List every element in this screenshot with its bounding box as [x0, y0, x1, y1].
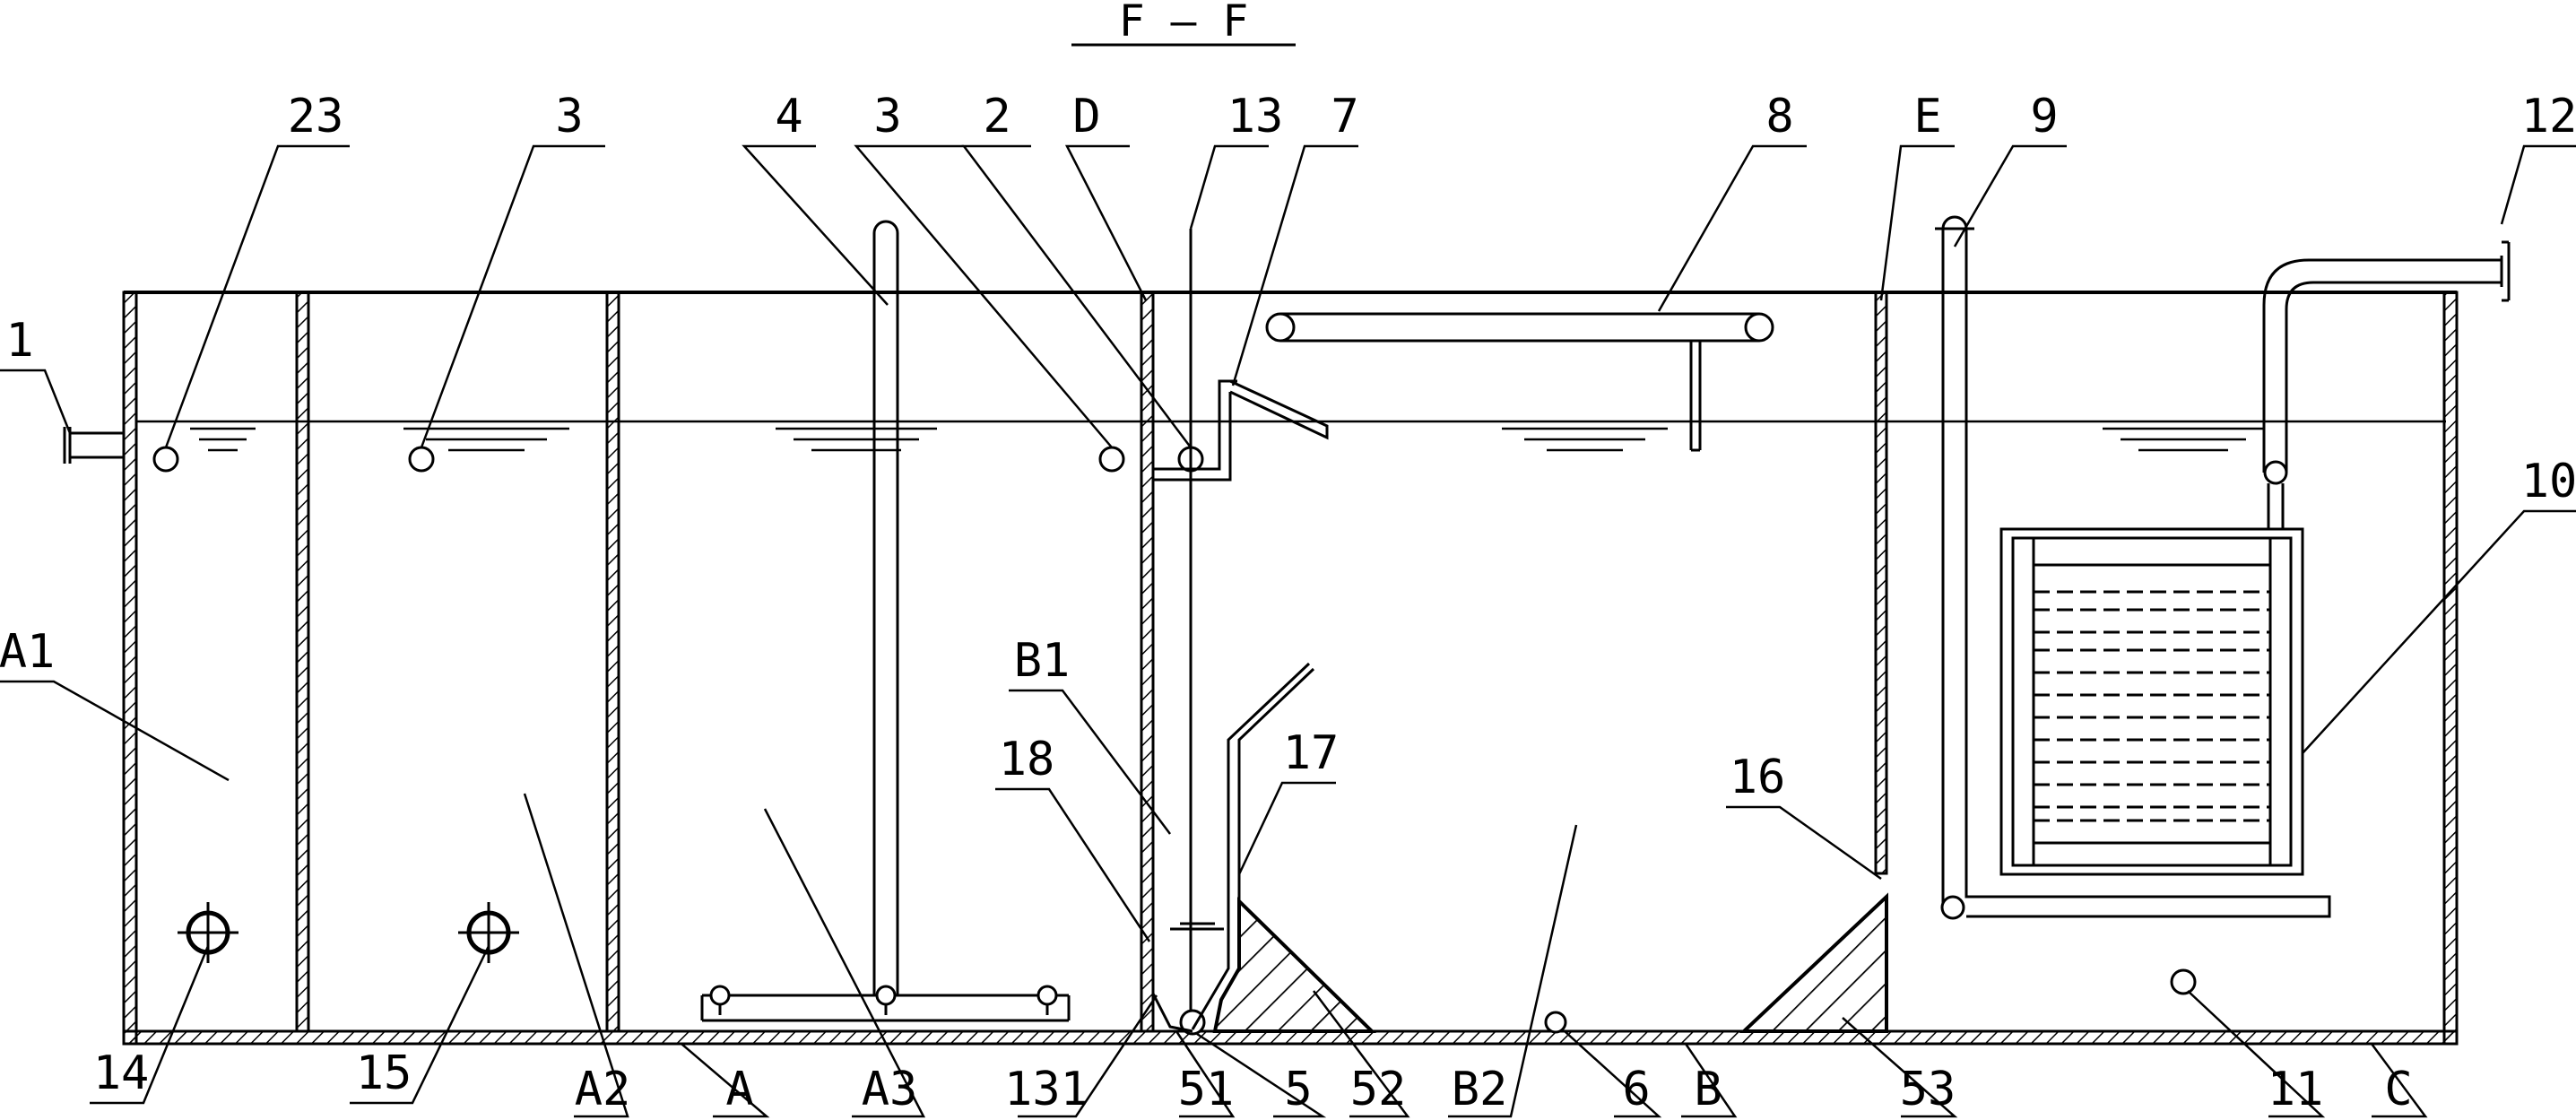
tank-bottom-slab	[122, 1029, 2459, 1046]
label-a3: A3	[862, 1063, 918, 1116]
partition-d	[1140, 291, 1155, 1033]
tank-structure	[122, 291, 2459, 1046]
inlet-pipe	[63, 427, 124, 464]
pipe-13	[1170, 229, 1224, 1036]
label-53: 53	[1900, 1063, 1956, 1116]
label-5: 5	[1284, 1063, 1312, 1116]
partition-e	[1874, 291, 1888, 875]
tank-left-wall	[122, 291, 138, 1046]
outlet-pipe-12	[2262, 240, 2511, 529]
label-3b: 3	[873, 90, 901, 143]
sensor-3b	[1098, 446, 1125, 473]
outlet-6	[1544, 1011, 1567, 1034]
membrane-module-10	[1999, 527, 2304, 876]
mixer-14	[178, 902, 239, 963]
water-level-mark-a3	[776, 427, 937, 452]
label-c: C	[2384, 1063, 2412, 1116]
leader-lines	[0, 144, 2576, 1118]
aeration-pipe	[700, 220, 1071, 1022]
section-title: F — F	[1071, 0, 1296, 47]
skimmer-8	[1265, 312, 1774, 452]
mixer-15	[458, 902, 519, 963]
label-52: 52	[1350, 1063, 1407, 1116]
label-8: 8	[1765, 90, 1793, 143]
water-level-mark-b2	[1502, 427, 1668, 452]
label-b1: B1	[1014, 634, 1071, 688]
partition-a1-a2	[295, 291, 310, 1033]
label-16: 16	[1730, 751, 1786, 804]
labels: 1 23 3 4 3 2 D 13 7 8 E 9 12 10 A1 B1 17…	[0, 90, 2576, 1116]
label-12: 12	[2521, 90, 2576, 143]
tank-right-wall	[2442, 291, 2459, 1046]
label-6: 6	[1622, 1063, 1650, 1116]
partition-a2-a3	[605, 291, 620, 1033]
label-17: 17	[1283, 726, 1340, 780]
label-b2: B2	[1452, 1063, 1508, 1116]
label-b: B	[1694, 1063, 1722, 1116]
label-51: 51	[1178, 1063, 1235, 1116]
label-a: A	[725, 1063, 753, 1116]
weir-2-and-baffle-7	[1153, 379, 1329, 482]
label-11: 11	[2268, 1063, 2324, 1116]
hopper-51	[1151, 993, 1193, 1033]
label-4: 4	[775, 90, 802, 143]
label-9: 9	[2030, 90, 2058, 143]
water-level-mark-a1	[190, 427, 256, 452]
label-7: 7	[1331, 90, 1358, 143]
sensor-circles	[152, 446, 2197, 1034]
label-a2: A2	[575, 1063, 631, 1116]
label-1: 1	[5, 314, 33, 368]
outlet-11	[2170, 968, 2197, 995]
sludge-hopper-53	[1739, 892, 1888, 1033]
label-14: 14	[93, 1046, 150, 1100]
label-15: 15	[356, 1046, 412, 1100]
section-title-text: F — F	[1119, 0, 1249, 47]
label-10: 10	[2521, 455, 2576, 508]
label-2: 2	[983, 90, 1010, 143]
label-e: E	[1913, 90, 1941, 143]
water-level-marks	[190, 427, 2264, 452]
label-3a: 3	[555, 90, 583, 143]
label-131: 131	[1004, 1063, 1089, 1116]
sensor-3a	[408, 446, 435, 473]
sludge-hopper-52	[1212, 897, 1376, 1033]
water-level-mark-a2	[403, 427, 569, 452]
label-18: 18	[999, 733, 1055, 786]
label-d: D	[1072, 90, 1100, 143]
label-13: 13	[1227, 90, 1284, 143]
label-a1: A1	[0, 625, 55, 679]
label-23: 23	[288, 90, 344, 143]
sensor-23	[152, 446, 179, 473]
pipe-9	[1935, 215, 2331, 920]
water-level-mark-c	[2103, 427, 2264, 452]
